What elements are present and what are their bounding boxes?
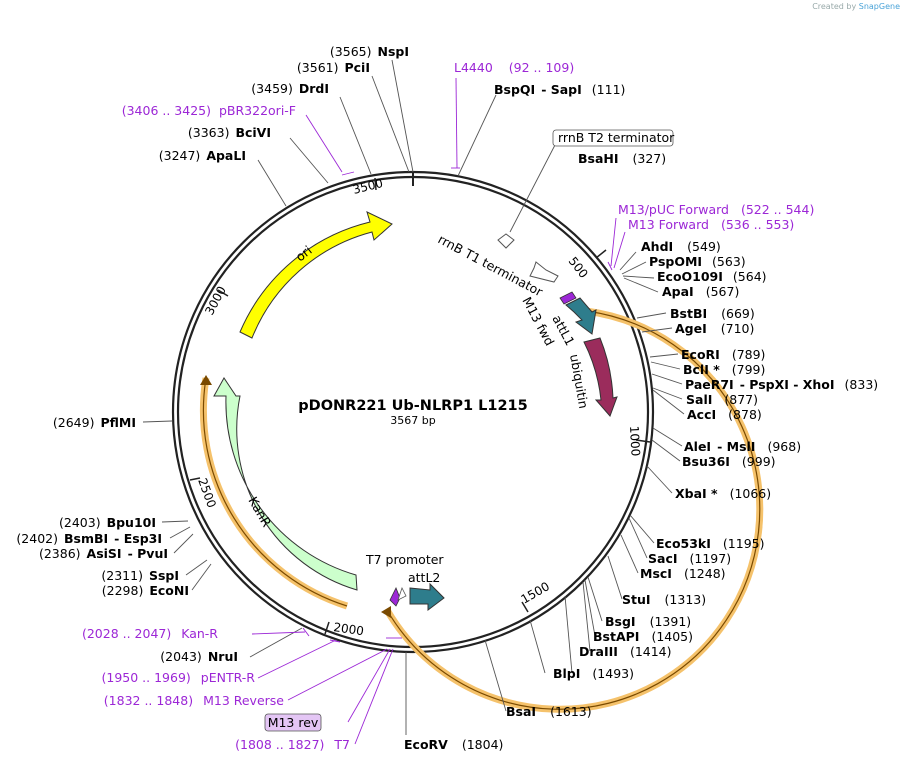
site-apai: ApaI(567): [662, 284, 739, 299]
site-bpu10i: (2403)Bpu10I: [59, 515, 156, 530]
site-bcli: BclI *(799): [683, 362, 765, 377]
attl1-feature: [565, 297, 597, 335]
rrnb-t1-label: rrnB T1 terminator: [436, 231, 546, 299]
site-stui: StuI(1313): [622, 592, 706, 607]
t7-promoter-label: T7 promoter: [365, 552, 444, 567]
rrnb-t1-feature: [529, 261, 559, 283]
site-ecorv: EcoRV(1804): [404, 737, 503, 752]
site-acci: AccI(878): [687, 407, 762, 422]
ubiquitin-label: ubiquitin: [567, 353, 591, 410]
site-ecoo109i: EcoO109I(564): [657, 269, 767, 284]
site-asisi: (2386)AsiSI- PvuI: [39, 546, 168, 561]
site-bsu36i: Bsu36I(999): [682, 454, 776, 469]
site-saci: SacI(1197): [648, 551, 731, 566]
primer-m13-puc-forward: M13/pUC Forward(522 .. 544): [618, 202, 814, 217]
primer-pbr322ori: (3406 .. 3425)pBR322ori-F: [122, 103, 296, 118]
site-sspi: (2311)SspI: [101, 568, 179, 583]
site-pspomi: PspOMI(563): [649, 254, 746, 269]
credit-brand: SnapGene: [858, 2, 900, 11]
t7-feature: [389, 587, 401, 607]
site-econi: (2298)EcoNI: [102, 583, 189, 598]
site-paer7i: PaeR7I- PspXI - XhoI(833): [685, 377, 878, 392]
site-bstapi: BstAPI(1405): [593, 629, 693, 644]
site-bsahi: BsaHI(327): [578, 151, 666, 166]
site-alei: AleI- MslI(968): [684, 439, 801, 454]
site-pflmi: (2649)PflMI: [53, 415, 136, 430]
site-blpi: BlpI(1493): [553, 666, 634, 681]
tick-3000-mark: [217, 289, 229, 297]
tick-2000: 2000: [333, 620, 365, 638]
site-pcii: (3561)PciI: [297, 60, 370, 75]
site-bcivi: (3363)BciVI: [188, 125, 271, 140]
site-ecori: EcoRI(789): [681, 347, 765, 362]
site-nrui: (2043)NruI: [160, 649, 238, 664]
kanr-feature: [213, 377, 358, 591]
site-eco53ki: Eco53kI(1195): [656, 536, 764, 551]
plasmid-size: 3567 bp: [390, 414, 435, 427]
kanr-label: KanR: [245, 494, 274, 530]
tick-2000-mark: [324, 621, 330, 635]
tick-500-mark: [595, 249, 607, 259]
site-bspqi: BspQI- SapI(111): [494, 82, 625, 97]
tick-1000: 1000: [627, 425, 643, 456]
site-ahdi: AhdI(549): [641, 239, 721, 254]
primer-m13-reverse: (1832 .. 1848)M13 Reverse: [104, 693, 284, 708]
site-nspi: (3565)NspI: [330, 44, 409, 59]
attl2-label: attL2: [408, 570, 440, 585]
site-bsai: BsaI(1613): [506, 704, 592, 719]
credit-prefix: Created by: [812, 2, 857, 11]
primer-m13-forward: M13 Forward(536 .. 553): [628, 217, 794, 232]
attl2-feature: [409, 582, 445, 611]
site-xbai: XbaI *(1066): [675, 486, 771, 501]
rrnb-t2-leader: [509, 144, 556, 233]
tick-1500-mark: [521, 601, 529, 613]
site-apali: (3247)ApaLI: [159, 148, 246, 163]
plasmid-name: pDONR221 Ub-NLRP1 L1215: [298, 398, 527, 414]
orf-arrowhead-left: [200, 375, 212, 385]
site-leaders: [142, 59, 685, 735]
m13-fwd-feature: [559, 291, 577, 305]
ubiquitin-feature: [583, 337, 618, 417]
primer-leaders: [251, 77, 626, 745]
site-draiii: DraIII(1414): [579, 644, 672, 659]
site-drdi: (3459)DrdI: [251, 81, 329, 96]
primer-kan-r: (2028 .. 2047)Kan-R: [82, 626, 218, 641]
m13-rev-label: M13 rev: [268, 715, 319, 730]
primer-t7: (1808 .. 1827)T7: [235, 737, 350, 752]
orf-arrowhead-right: [381, 606, 391, 618]
rrnb-t2-label: rrnB T2 terminator: [558, 130, 675, 145]
snapgene-credit: Created by SnapGene: [812, 2, 900, 11]
tick-1000-mark: [635, 439, 651, 443]
site-msci: MscI(1248): [640, 566, 726, 581]
rrnb-t2-feature: [497, 233, 515, 249]
tick-3500-mark: [374, 177, 377, 191]
orf-arc-right-line: [386, 310, 761, 710]
site-bstbi: BstBI(669): [670, 306, 755, 321]
primer-pentr-r: (1950 .. 1969)pENTR-R: [102, 670, 256, 685]
primer-l4440: L4440(92 .. 109): [454, 60, 574, 75]
ori-feature: [239, 211, 393, 339]
tick-500: 500: [566, 254, 591, 281]
site-sali: SalI(877): [686, 392, 758, 407]
m13-rev-box: [264, 713, 322, 732]
site-bsmbi: (2402)BsmBI- Esp3I: [16, 531, 162, 546]
site-agei: AgeI(710): [675, 321, 754, 336]
site-bsgi: BsgI(1391): [605, 614, 691, 629]
t7-promoter-feature: [397, 586, 407, 601]
orf-arc-left-line: [202, 377, 348, 607]
rrnb-t2-box: [552, 129, 674, 147]
tick-2500-mark: [189, 477, 201, 481]
tick-1500: 1500: [519, 579, 552, 606]
